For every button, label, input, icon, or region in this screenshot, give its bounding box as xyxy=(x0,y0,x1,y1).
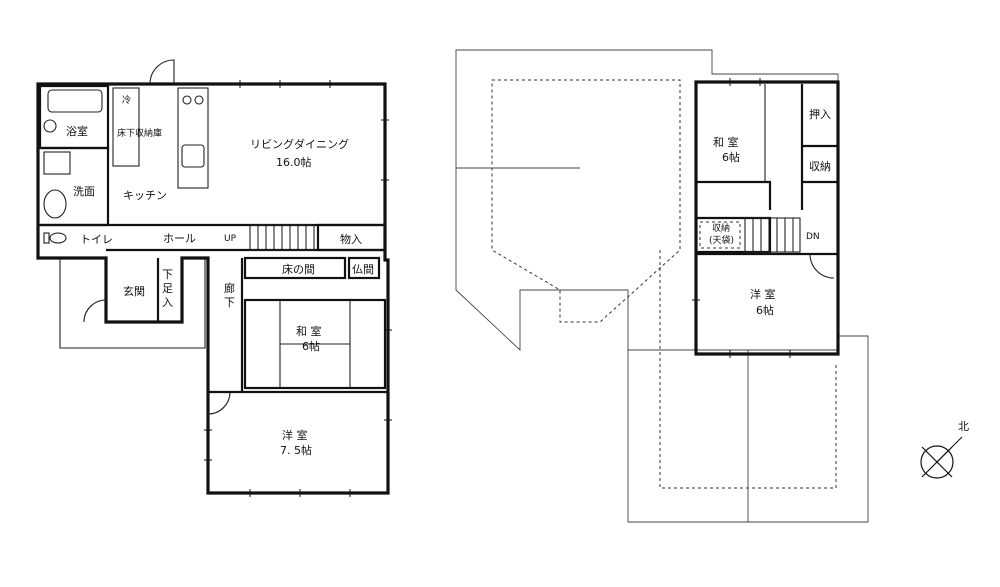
window-marks-floor1 xyxy=(204,80,392,497)
room-label-hall: ホール xyxy=(163,232,196,245)
toilet-tank-icon xyxy=(43,232,50,244)
compass-north-label: 北 xyxy=(958,420,969,433)
stairs-up-label: UP xyxy=(224,234,237,244)
stair-treads-2f xyxy=(752,218,794,252)
oshiire-walls xyxy=(800,84,838,210)
washitsu-2f-wall xyxy=(696,180,772,210)
window-marks-floor2 xyxy=(692,78,791,358)
floor2-outer-wall xyxy=(694,80,840,356)
stove-burner-icon xyxy=(182,95,192,105)
roof-outline xyxy=(455,49,869,523)
underfloor-label: 床下収納庫 xyxy=(117,127,162,139)
attic-storage-label-2: (天袋) xyxy=(709,234,734,246)
bath-drain-icon xyxy=(43,119,57,133)
room-label-kitchen: キッチン xyxy=(123,189,167,202)
floor-2: 和 室 6帖 押入 収納 収納 (天袋) DN 洋 室 6帖 xyxy=(692,78,840,358)
entrance-porch-outline xyxy=(59,258,206,349)
washing-machine-icon xyxy=(43,151,71,175)
room-label-washitsu-2f: 和 室 xyxy=(713,135,739,149)
sink-icon xyxy=(181,144,205,168)
storage-closet-box xyxy=(316,223,387,252)
room-label-living-dining: リビングダイニング xyxy=(250,137,349,151)
room-label-butsuma: 仏間 xyxy=(352,263,374,276)
room-label-toilet: トイレ xyxy=(80,233,113,246)
room-label-storage: 物入 xyxy=(340,232,362,246)
fridge-label: 冷 xyxy=(122,94,131,106)
butsuma-box xyxy=(347,256,381,280)
underfloor-storage-box xyxy=(112,87,140,167)
youshitsu-2f-door-swing xyxy=(809,253,835,279)
stairs-down-label: DN xyxy=(806,232,820,242)
room-label-bath: 浴室 xyxy=(66,124,88,138)
wash-basin-icon xyxy=(43,189,67,219)
stairs-floor2 xyxy=(744,217,801,253)
washroom-wall xyxy=(40,146,110,225)
room-size-living-dining: 16.0帖 xyxy=(276,156,312,169)
room-label-genkan: 玄関 xyxy=(123,284,145,298)
stove-burner-icon xyxy=(194,95,204,105)
room-size-youshitsu-1f: 7. 5帖 xyxy=(280,444,312,457)
room-size-washitsu-2f: 6帖 xyxy=(722,151,740,164)
room-size-washitsu-1f: 6帖 xyxy=(302,340,320,353)
room-label-washroom: 洗面 xyxy=(73,185,95,198)
genkan-door-swing xyxy=(83,299,107,323)
room-label-tokonoma: 床の間 xyxy=(282,262,315,276)
room-label-closet-2f: 収納 xyxy=(809,160,831,173)
genkan-walls xyxy=(104,258,160,322)
stair-treads xyxy=(257,225,307,250)
room-label-corridor-2: 下 xyxy=(224,296,235,309)
youshitsu-door-swing xyxy=(207,391,231,415)
room-label-getabako-3: 入 xyxy=(162,296,173,309)
room-label-youshitsu-2f: 洋 室 xyxy=(750,287,776,301)
room-label-getabako-1: 下 xyxy=(162,268,173,281)
room-label-getabako-2: 足 xyxy=(162,282,173,295)
toilet-icon xyxy=(49,232,67,244)
back-door-swing xyxy=(149,59,175,85)
bath-room-box xyxy=(38,84,110,150)
room-size-youshitsu-2f: 6帖 xyxy=(756,304,774,317)
room-label-youshitsu-1f: 洋 室 xyxy=(282,428,308,442)
tokonoma-box xyxy=(243,256,347,280)
compass-circle-icon xyxy=(920,445,954,479)
attic-storage-wall xyxy=(696,216,772,254)
attic-storage-dashed xyxy=(699,221,741,249)
room-label-corridor-1: 廊 xyxy=(224,281,235,295)
room-label-washitsu-1f: 和 室 xyxy=(296,324,322,338)
washitsu-floor1-box xyxy=(243,298,387,390)
room-label-oshiire: 押入 xyxy=(809,107,831,121)
kitchen-counter xyxy=(177,87,209,189)
floor-1: 浴室 洗面 トイレ 冷 床下収納庫 キッチン リビングダイニング 16.0帖 ホ… xyxy=(36,59,392,497)
north-compass: 北 xyxy=(920,420,969,479)
bathtub xyxy=(47,89,103,113)
attic-storage-label: 収納 xyxy=(712,222,730,234)
